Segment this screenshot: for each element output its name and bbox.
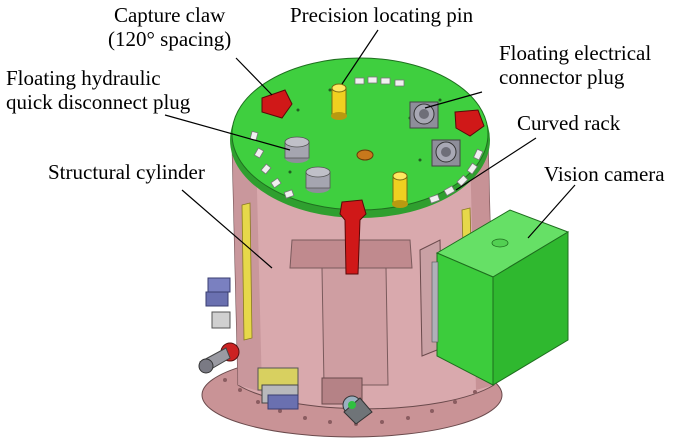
leader-structural-cylinder [181, 189, 273, 269]
locating-pins [331, 83, 408, 208]
leader-electrical-connector [424, 91, 483, 109]
capture-claw-label: Capture claw (120° spacing) [108, 3, 232, 51]
curved-rack-label: Curved rack [517, 111, 621, 135]
capture-claws [261, 89, 485, 275]
vision-camera-label: Vision camera [544, 162, 665, 186]
leader-precision-pin [341, 29, 379, 85]
electrical-connectors [409, 101, 461, 167]
floating-hydraulic-plug-label: Floating hydraulic quick disconnect plug [6, 66, 191, 114]
leader-lines [164, 29, 576, 269]
leader-capture-claw [235, 57, 273, 96]
leader-hydraulic-plug [164, 114, 291, 151]
precision-locating-pin-label: Precision locating pin [290, 3, 474, 27]
side-connectors [198, 277, 373, 425]
leader-curved-rack [455, 137, 537, 191]
floating-electrical-connector-label: Floating electrical connector plug [499, 41, 652, 89]
top-plate [230, 57, 490, 218]
curved-rack [249, 76, 484, 204]
vision-camera [419, 209, 570, 386]
structural-cylinder-label: Structural cylinder [48, 160, 205, 184]
hydraulic-plugs [284, 136, 331, 193]
leader-vision-camera [527, 184, 576, 239]
